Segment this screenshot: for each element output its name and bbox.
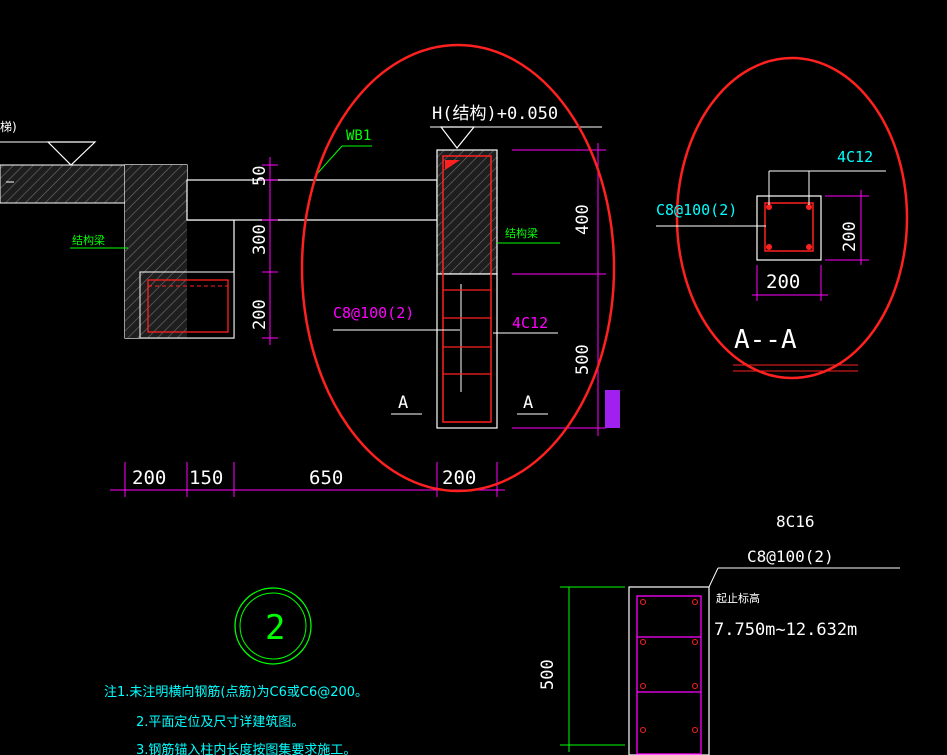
dim-500: 500 bbox=[573, 344, 593, 375]
dim-bottom-650: 650 bbox=[309, 467, 343, 489]
column-bars-label: 8C16 bbox=[776, 512, 815, 531]
note-line-1: 注1.未注明横向钢筋(点筋)为C6或C6@200。 bbox=[104, 684, 368, 700]
struct-beam-label-left: 结构梁 bbox=[72, 233, 105, 247]
dim-50: 50 bbox=[250, 166, 270, 186]
detail-number-circle bbox=[234, 587, 312, 665]
detail-number: 2 bbox=[265, 608, 285, 648]
leader-lines bbox=[70, 145, 560, 415]
section-mark-a-left: A bbox=[398, 393, 408, 413]
section-title: A--A bbox=[734, 325, 797, 355]
section-stirrup-label: C8@100(2) bbox=[656, 201, 737, 219]
dim-400: 400 bbox=[573, 204, 593, 235]
elevation-text: H(结构)+0.050 bbox=[432, 104, 558, 124]
section-a-a bbox=[656, 170, 886, 372]
left-wall-section bbox=[0, 164, 235, 339]
dim-bottom-200-right: 200 bbox=[442, 467, 476, 489]
beam-section bbox=[436, 149, 498, 429]
note-line-2: 2.平面定位及尺寸详建筑图。 bbox=[136, 714, 304, 730]
column-dim-500: 500 bbox=[538, 659, 558, 690]
stirrup-label-main: C8@100(2) bbox=[333, 304, 414, 322]
section-bars-label: 4C12 bbox=[837, 148, 873, 166]
highlight-ellipse-main bbox=[300, 43, 616, 493]
purple-marker bbox=[605, 390, 620, 428]
section-dim-200-horizontal: 200 bbox=[766, 271, 800, 293]
section-dim-200-vertical: 200 bbox=[840, 221, 860, 252]
column-elevation-value: 7.750m~12.632m bbox=[714, 620, 857, 640]
elevation-marker-mid bbox=[430, 126, 602, 149]
elevation-marker-left bbox=[0, 141, 97, 183]
note-line-3: 3.钢筋锚入柱内长度按图集要求施工。 bbox=[136, 742, 356, 755]
section-mark-a-right: A bbox=[523, 393, 533, 413]
wb1-label: WB1 bbox=[346, 128, 371, 144]
dim-300: 300 bbox=[250, 224, 270, 255]
dim-bottom-150: 150 bbox=[189, 467, 223, 489]
dim-bottom-200-left: 200 bbox=[132, 467, 166, 489]
corner-label: 梯) bbox=[0, 120, 17, 134]
struct-beam-label-mid: 结构梁 bbox=[505, 226, 538, 240]
dim-200-vertical: 200 bbox=[250, 299, 270, 330]
column-elevation-label: 起止标高 bbox=[716, 591, 760, 605]
bars-label-main: 4C12 bbox=[512, 314, 548, 332]
highlight-ellipse-section bbox=[675, 56, 909, 380]
column-stirrup-label: C8@100(2) bbox=[747, 547, 834, 566]
column-section bbox=[560, 567, 900, 755]
